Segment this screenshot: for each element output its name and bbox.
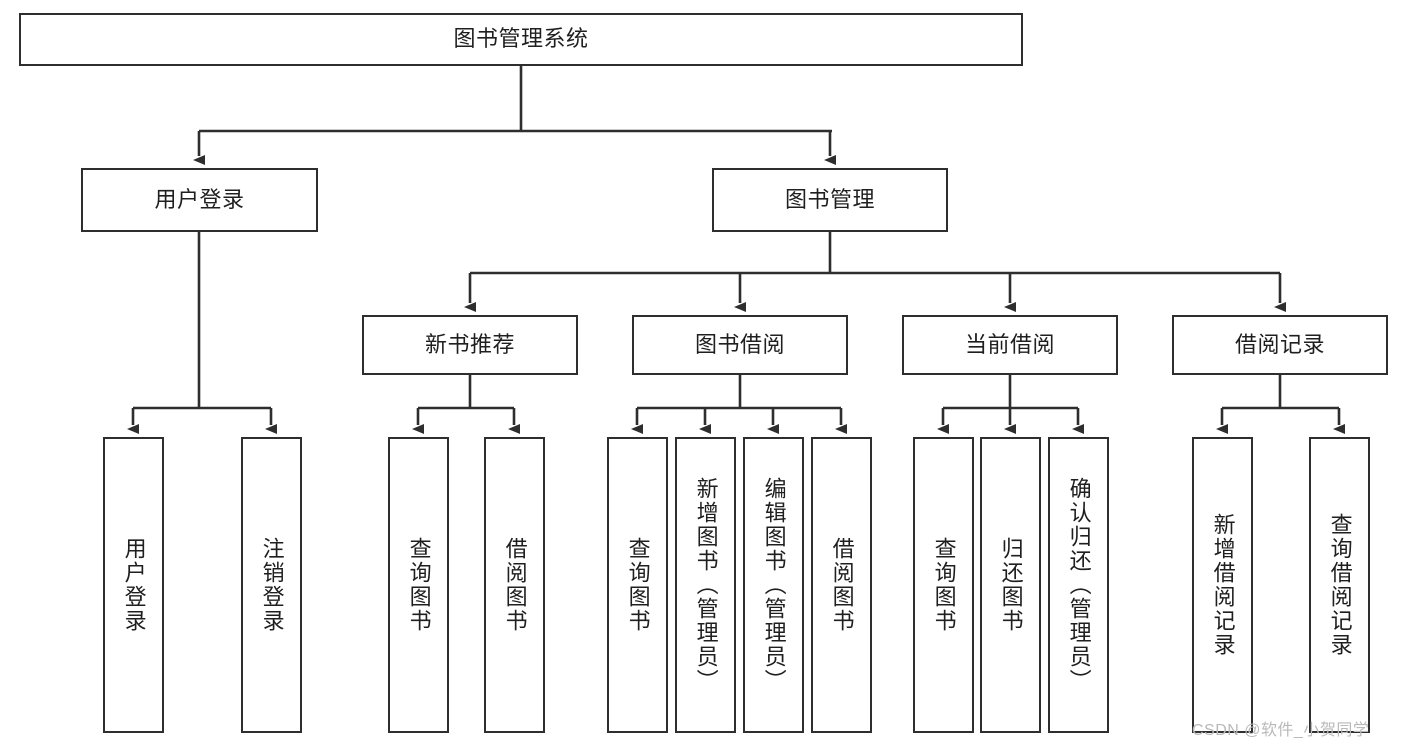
leaf-logout-label: 注销登录 bbox=[259, 537, 285, 633]
leaf-query-borrow-record-label: 查询借阅记录 bbox=[1327, 513, 1353, 657]
leaf-query-book-recommend[interactable]: 查询图书 bbox=[388, 437, 449, 733]
leaf-return-book-label: 归还图书 bbox=[998, 537, 1024, 633]
leaf-borrow-book-recommend-label: 借阅图书 bbox=[502, 537, 528, 633]
leaf-confirm-return-admin-label: 确认归还（管理员） bbox=[1066, 477, 1092, 693]
node-book-borrow-label: 图书借阅 bbox=[694, 331, 785, 357]
node-root-label: 图书管理系统 bbox=[453, 26, 589, 52]
leaf-query-book-current-label: 查询图书 bbox=[931, 537, 957, 633]
node-book-management[interactable]: 图书管理 bbox=[712, 168, 948, 232]
leaf-edit-book-admin-label: 编辑图书（管理员） bbox=[761, 477, 787, 693]
leaf-query-book-borrow-label: 查询图书 bbox=[625, 537, 651, 633]
leaf-user-login-label: 用户登录 bbox=[121, 537, 147, 633]
leaf-edit-book-admin[interactable]: 编辑图书（管理员） bbox=[743, 437, 804, 733]
node-user-login[interactable]: 用户登录 bbox=[81, 168, 318, 232]
leaf-query-book-recommend-label: 查询图书 bbox=[406, 537, 432, 633]
node-book-borrow[interactable]: 图书借阅 bbox=[632, 315, 848, 375]
leaf-add-book-admin-label: 新增图书（管理员） bbox=[693, 477, 719, 693]
leaf-confirm-return-admin[interactable]: 确认归还（管理员） bbox=[1048, 437, 1109, 733]
leaf-add-borrow-record-label: 新增借阅记录 bbox=[1210, 513, 1236, 657]
leaf-borrow-book-recommend[interactable]: 借阅图书 bbox=[484, 437, 545, 733]
leaf-logout[interactable]: 注销登录 bbox=[241, 437, 302, 733]
node-current-borrow-label: 当前借阅 bbox=[964, 331, 1055, 357]
leaf-borrow-book-label: 借阅图书 bbox=[829, 537, 855, 633]
leaf-add-book-admin[interactable]: 新增图书（管理员） bbox=[675, 437, 736, 733]
node-new-book-recommend-label: 新书推荐 bbox=[424, 331, 515, 357]
node-borrow-records-label: 借阅记录 bbox=[1234, 331, 1325, 357]
node-root[interactable]: 图书管理系统 bbox=[19, 13, 1023, 66]
leaf-add-borrow-record[interactable]: 新增借阅记录 bbox=[1192, 437, 1253, 733]
node-book-management-label: 图书管理 bbox=[784, 186, 875, 212]
leaf-return-book[interactable]: 归还图书 bbox=[980, 437, 1041, 733]
node-borrow-records[interactable]: 借阅记录 bbox=[1172, 315, 1388, 375]
leaf-query-borrow-record[interactable]: 查询借阅记录 bbox=[1309, 437, 1370, 733]
leaf-user-login[interactable]: 用户登录 bbox=[103, 437, 164, 733]
leaf-borrow-book[interactable]: 借阅图书 bbox=[811, 437, 872, 733]
leaf-query-book-borrow[interactable]: 查询图书 bbox=[607, 437, 668, 733]
node-current-borrow[interactable]: 当前借阅 bbox=[902, 315, 1118, 375]
leaf-query-book-current[interactable]: 查询图书 bbox=[913, 437, 974, 733]
csdn-watermark: CSDN @软件_小贺同学 bbox=[1192, 722, 1370, 739]
node-new-book-recommend[interactable]: 新书推荐 bbox=[362, 315, 578, 375]
node-user-login-label: 用户登录 bbox=[154, 186, 245, 212]
